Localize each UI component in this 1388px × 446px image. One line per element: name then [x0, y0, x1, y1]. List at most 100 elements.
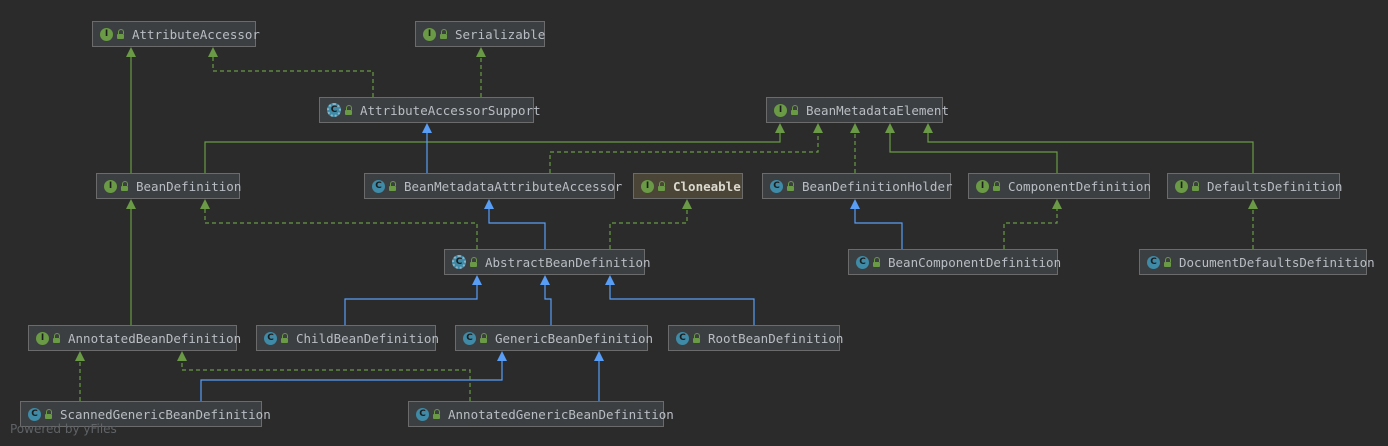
node-label: ComponentDefinition [1008, 178, 1151, 194]
edge-annotated-generic-bean-definition-to-annotated-bean-definition [177, 351, 471, 401]
node-label: DocumentDefaultsDefinition [1179, 254, 1375, 270]
edge-scanned-generic-bean-definition-to-generic-bean-definition [200, 351, 507, 401]
edge-defaults-definition-to-bean-metadata-element [923, 123, 1254, 173]
arrowhead [885, 123, 895, 133]
arrowhead [1248, 199, 1258, 209]
node-serializable[interactable]: I Serializable [415, 21, 545, 47]
interface-icon: I [36, 331, 49, 345]
interface-icon: I [976, 179, 989, 193]
node-attribute-accessor-support[interactable]: C AttributeAccessorSupport [319, 97, 541, 123]
public-visibility-icon [470, 256, 477, 267]
node-generic-bean-definition[interactable]: C GenericBeanDefinition [455, 325, 653, 351]
public-visibility-icon [121, 180, 128, 191]
node-label: Serializable [455, 26, 546, 42]
edge-root-bean-definition-to-abstract-bean-definition [605, 275, 755, 325]
public-visibility-icon [345, 104, 352, 115]
public-visibility-icon [480, 332, 487, 343]
yfiles-credit: Powered by yFiles [10, 422, 117, 436]
arrowhead [605, 275, 615, 285]
arrowhead [484, 199, 494, 209]
interface-icon: I [423, 27, 436, 41]
node-abstract-bean-definition[interactable]: C AbstractBeanDefinition [444, 249, 651, 275]
node-label: AttributeAccessor [132, 26, 260, 42]
node-label: Cloneable [673, 178, 741, 194]
arrowhead [472, 275, 482, 285]
arrowhead [422, 123, 432, 133]
node-annotated-bean-definition[interactable]: I AnnotatedBeanDefinition [28, 325, 241, 351]
node-label: AnnotatedBeanDefinition [68, 330, 242, 346]
interface-icon: I [1175, 179, 1188, 193]
node-label: BeanDefinition [136, 178, 242, 194]
class-icon: C [28, 407, 41, 421]
interface-icon: I [104, 179, 117, 193]
arrowhead [200, 199, 210, 209]
public-visibility-icon [53, 332, 60, 343]
edge-bean-component-definition-to-component-definition [1003, 199, 1062, 249]
abstract-class-icon: C [327, 103, 341, 117]
node-bean-metadata-element[interactable]: I BeanMetadataElement [766, 97, 949, 123]
edge-scanned-generic-bean-definition-to-annotated-bean-definition [75, 351, 85, 401]
node-label: ChildBeanDefinition [296, 330, 439, 346]
edge-abstract-bean-definition-to-cloneable [609, 199, 692, 249]
node-label: AttributeAccessorSupport [360, 102, 541, 118]
node-scanned-generic-bean-definition[interactable]: C ScannedGenericBeanDefinition [20, 401, 271, 427]
node-bean-component-definition[interactable]: C BeanComponentDefinition [848, 249, 1062, 275]
node-label: RootBeanDefinition [708, 330, 844, 346]
node-label: GenericBeanDefinition [495, 330, 654, 346]
abstract-class-icon: C [452, 255, 466, 269]
public-visibility-icon [117, 28, 124, 39]
edge-child-bean-definition-to-abstract-bean-definition [344, 275, 482, 325]
edge-bean-definition-to-bean-metadata-element [204, 123, 785, 173]
edge-attribute-accessor-support-to-attribute-accessor [208, 47, 374, 97]
public-visibility-icon [389, 180, 396, 191]
class-icon: C [416, 407, 429, 421]
node-label: AbstractBeanDefinition [485, 254, 651, 270]
node-component-definition[interactable]: I ComponentDefinition [968, 173, 1151, 199]
edge-abstract-bean-definition-to-bean-definition [200, 199, 478, 249]
arrowhead [682, 199, 692, 209]
edge-bean-metadata-attribute-accessor-to-attribute-accessor-support [422, 123, 432, 173]
node-bean-definition[interactable]: I BeanDefinition [96, 173, 242, 199]
public-visibility-icon [693, 332, 700, 343]
public-visibility-icon [791, 104, 798, 115]
class-icon: C [1147, 255, 1160, 269]
public-visibility-icon [1164, 256, 1171, 267]
arrowhead [775, 123, 785, 133]
class-icon: C [463, 331, 476, 345]
node-label: BeanComponentDefinition [888, 254, 1062, 270]
arrowhead [594, 351, 604, 361]
public-visibility-icon [993, 180, 1000, 191]
arrowhead [850, 199, 860, 209]
edge-attribute-accessor-support-to-serializable [476, 47, 486, 97]
arrowhead [813, 123, 823, 133]
public-visibility-icon [433, 408, 440, 419]
arrowhead [126, 47, 136, 57]
public-visibility-icon [873, 256, 880, 267]
edge-bean-definition-to-attribute-accessor [126, 47, 136, 173]
arrowhead [75, 351, 85, 361]
node-document-defaults-definition[interactable]: C DocumentDefaultsDefinition [1139, 249, 1375, 275]
public-visibility-icon [281, 332, 288, 343]
node-label: AnnotatedGenericBeanDefinition [448, 406, 674, 422]
edge-bean-definition-holder-to-bean-metadata-element [850, 123, 860, 173]
edge-bean-component-definition-to-bean-definition-holder [850, 199, 903, 249]
public-visibility-icon [787, 180, 794, 191]
edge-annotated-generic-bean-definition-to-generic-bean-definition [594, 351, 604, 401]
interface-icon: I [774, 103, 787, 117]
arrowhead [476, 47, 486, 57]
node-label: ScannedGenericBeanDefinition [60, 406, 271, 422]
edge-annotated-bean-definition-to-bean-definition [126, 199, 136, 325]
class-icon: C [856, 255, 869, 269]
arrowhead [923, 123, 933, 133]
edge-document-defaults-definition-to-defaults-definition [1248, 199, 1258, 249]
arrowhead [177, 351, 187, 361]
node-annotated-generic-bean-definition[interactable]: C AnnotatedGenericBeanDefinition [408, 401, 674, 427]
node-label: BeanMetadataElement [806, 102, 949, 118]
